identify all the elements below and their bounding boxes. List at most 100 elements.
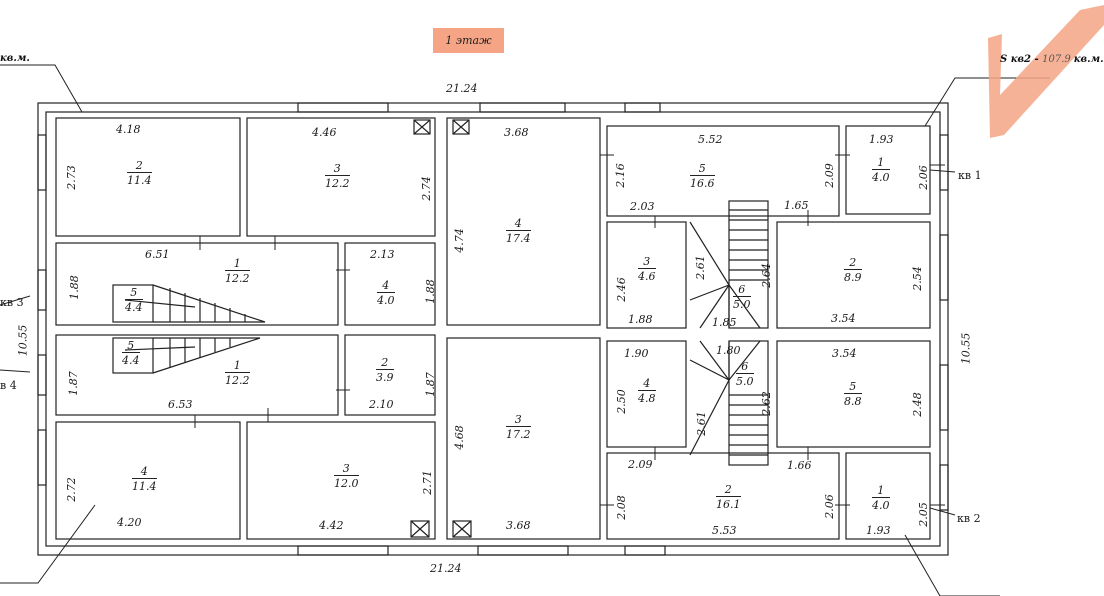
room-outline — [55, 421, 241, 540]
dimension-label: 4.46 — [312, 126, 337, 139]
room-outline — [606, 125, 840, 217]
dimension-label: 1.87 — [423, 372, 437, 397]
room-number: 1 — [872, 157, 890, 170]
room-area: 12.2 — [225, 272, 250, 285]
room-number: 2 — [127, 160, 152, 173]
dimension-label: 1.88 — [628, 313, 653, 326]
room-number: 2 — [376, 357, 394, 370]
outer-wall — [37, 102, 949, 556]
room-area: 4.4 — [122, 354, 140, 367]
room-number: 4 — [638, 378, 656, 391]
overall-left-height: 10.55 — [16, 324, 30, 357]
callout-top-left: кв.м. — [0, 53, 30, 64]
dimension-label: 3.54 — [831, 312, 856, 325]
dimension-label: 1.66 — [787, 459, 812, 472]
room-area: 4.0 — [377, 294, 395, 307]
window — [477, 545, 569, 556]
window — [939, 234, 949, 301]
dimension-label: 2.62 — [759, 391, 773, 416]
window — [939, 134, 949, 191]
dimension-label: 3.54 — [832, 347, 857, 360]
dimension-label: 2.46 — [614, 277, 628, 302]
overall-top-width: 21.24 — [446, 82, 478, 95]
room-area: 4.6 — [638, 270, 656, 283]
dimension-label: 2.50 — [614, 389, 628, 414]
dimension-label: 1.90 — [624, 347, 649, 360]
room-outline — [845, 452, 931, 540]
room-outline — [446, 337, 601, 540]
room-number: 4 — [132, 466, 157, 479]
room-area: 12.2 — [225, 374, 250, 387]
room-area: 3.9 — [376, 371, 394, 384]
callout-kv1: кв 1 — [958, 169, 982, 182]
callout-area-unit: кв.м. — [1073, 54, 1104, 65]
window — [939, 464, 949, 511]
dimension-label: 1.87 — [66, 371, 80, 396]
door-ticks — [194, 154, 945, 506]
inner-wall-outline — [45, 111, 941, 547]
window — [624, 545, 666, 556]
dimension-label: 4.20 — [117, 516, 142, 529]
dimension-label: 2.13 — [370, 248, 395, 261]
dimension-label: 6.53 — [168, 398, 193, 411]
room-outline — [606, 221, 687, 329]
window — [37, 429, 47, 486]
room-number: 1 — [225, 360, 250, 373]
room-area: 12.2 — [325, 177, 350, 190]
callout-kv2: кв 2 — [957, 512, 981, 525]
dimension-label: 3.68 — [506, 519, 531, 532]
room-number: 6 — [736, 361, 754, 374]
callout-area-prefix: S кв2 - — [1000, 54, 1043, 65]
dimension-label: 2.08 — [614, 495, 628, 520]
room-number: 1 — [872, 485, 890, 498]
room-outline — [344, 334, 436, 416]
dimension-label: 5.53 — [712, 524, 737, 537]
room-number: 3 — [325, 163, 350, 176]
room-outline — [344, 242, 436, 326]
dimension-label: 4.42 — [319, 519, 344, 532]
dimension-label: 2.06 — [916, 165, 930, 190]
dimension-label: 4.18 — [116, 123, 141, 136]
callout-leaders — [0, 64, 1050, 596]
room-area: 5.0 — [733, 298, 751, 311]
room-number: 1 — [225, 258, 250, 271]
room-number: 2 — [844, 257, 862, 270]
room-number: 3 — [334, 463, 359, 476]
staircase-right-bottom — [689, 340, 769, 466]
dimension-label: 5.52 — [698, 133, 723, 146]
overall-bottom-width: 21.24 — [430, 562, 462, 575]
staircase-left-bottom — [112, 337, 261, 374]
room-number: 5 — [125, 287, 143, 300]
room-area: 16.6 — [690, 177, 715, 190]
room-area: 17.2 — [506, 428, 531, 441]
dimension-label: 2.03 — [630, 200, 655, 213]
room-number: 5 — [844, 381, 862, 394]
room-outline — [606, 452, 840, 540]
floor-label: 1 этаж — [433, 28, 504, 53]
room-number: 5 — [690, 163, 715, 176]
room-area: 4.0 — [872, 171, 890, 184]
room-number: 6 — [733, 284, 751, 297]
dimension-label: 2.72 — [64, 477, 78, 502]
room-area: 5.0 — [736, 375, 754, 388]
window — [479, 102, 566, 113]
window — [297, 102, 389, 113]
window — [624, 102, 661, 113]
dimension-label: 2.61 — [693, 255, 707, 280]
dimension-label: 1.88 — [423, 279, 437, 304]
dimension-label: 2.06 — [822, 494, 836, 519]
